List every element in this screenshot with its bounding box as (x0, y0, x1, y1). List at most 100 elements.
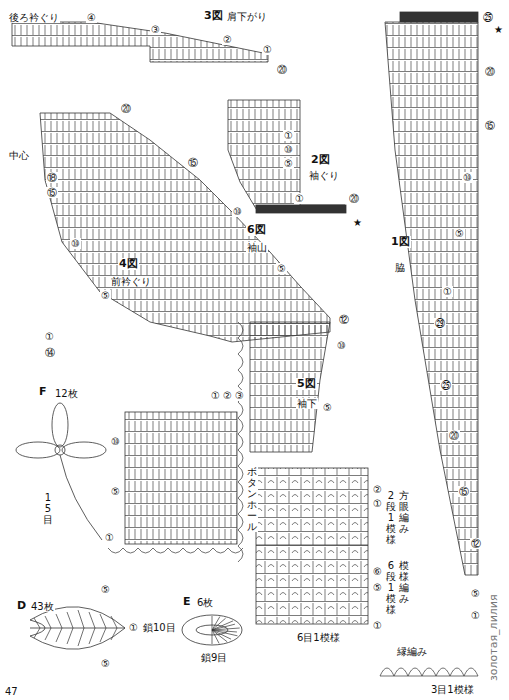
d-leaf (30, 607, 125, 649)
callout-number: ⑤ (100, 658, 111, 669)
callout-number: ⑤ (276, 263, 287, 274)
stitch-stroke (238, 530, 243, 546)
callout-number: ⑮ (46, 187, 58, 198)
stitch-stroke (464, 668, 478, 676)
callout-number: ⑩ (283, 144, 294, 155)
stitch-stroke (213, 548, 228, 553)
chart-label: 縁編み (396, 646, 428, 657)
callout-number: ⑤ (110, 486, 121, 497)
stitch-stroke (56, 628, 62, 642)
callout-number: ㉕ (482, 12, 494, 23)
callout-number: ⑭ (44, 347, 56, 358)
vertical-label: 模様編み (398, 560, 410, 604)
callout-number: ① (372, 498, 383, 509)
vertical-label: 2段1模様 (385, 490, 397, 545)
stitch-stroke (123, 548, 138, 553)
chart-label: 43枚 (30, 601, 55, 612)
stitch-stroke (100, 614, 106, 628)
callout-number: ⑤ (100, 584, 111, 595)
chart-label: 肩下がり (226, 11, 268, 22)
callout-number: ① (210, 390, 221, 401)
chart-label: 袖下 (296, 398, 318, 409)
callout-number: ① (262, 44, 273, 55)
e-oval (182, 615, 242, 645)
figure-title: 3図 (203, 10, 224, 22)
callout-number: ⑳ (448, 430, 460, 441)
chart-label: 後ろ衿ぐり (8, 12, 60, 23)
stitch-stroke (238, 450, 243, 466)
vertical-label: 方眼編み (398, 490, 410, 534)
pattern-chart (256, 468, 368, 624)
callout-number: ⑤ (100, 290, 111, 301)
callout-number: ② (372, 484, 383, 495)
callout-number: ① (44, 331, 55, 342)
stitch-stroke (168, 548, 183, 553)
callout-number: ② (222, 390, 233, 401)
f-motif (16, 403, 106, 540)
figure-title: 1図 (390, 236, 411, 248)
stitch-stroke (34, 618, 40, 628)
callout-number: ⑤ (470, 588, 481, 599)
callout-number: ⑩ (336, 340, 347, 351)
stitch-stroke (138, 548, 153, 553)
stitch-stroke (238, 402, 243, 418)
callout-number: ③ (150, 24, 161, 35)
callout-number: ⑩ (462, 172, 473, 183)
chart-shapes (12, 12, 478, 649)
stitch-stroke (111, 616, 117, 628)
stitch-stroke (436, 668, 450, 676)
callout-number: ㉙ (434, 318, 446, 329)
shoulder-chart (12, 22, 268, 62)
stitch-stroke (212, 630, 219, 643)
callout-number: ③ (234, 390, 245, 401)
stitch-stroke (198, 548, 213, 553)
callout-number: ⑮ (187, 157, 199, 168)
callout-number: ④ (86, 12, 97, 23)
stitch-stroke (100, 628, 106, 642)
callout-number: ⑳ (276, 64, 288, 75)
callout-number: ⑤ (322, 402, 333, 413)
stitch-stroke (78, 610, 84, 628)
stitch-stroke (212, 628, 240, 630)
stitch-stroke (238, 482, 243, 498)
stitch-stroke (238, 498, 243, 514)
chart-label: 6目1模様 (296, 632, 341, 643)
callout-number: ⑱ (46, 172, 58, 183)
watermark: золотая_лилия (488, 593, 500, 682)
stitch-stroke (212, 616, 213, 630)
stitch-stroke (89, 628, 95, 644)
stitch-stroke (212, 630, 227, 642)
stitch-stroke (238, 418, 243, 434)
stitch-stroke (67, 628, 73, 644)
stitch-stroke (228, 548, 243, 553)
callout-number: ⑳ (484, 66, 496, 77)
callout-number: ① (372, 620, 383, 631)
callout-number: ⑥ (372, 566, 383, 577)
callout-number: ⑫ (338, 314, 350, 325)
stitch-stroke (45, 616, 51, 628)
callout-number: ① (104, 532, 115, 543)
chart-label: 6枚 (196, 597, 214, 608)
stitch-stroke (183, 548, 198, 553)
callout-number: ★ (493, 24, 504, 35)
chart-label: 前衿ぐり (110, 276, 152, 287)
figure-title: 4図 (118, 258, 139, 270)
figure-title: 2図 (310, 154, 331, 166)
figure-title: 5図 (296, 378, 317, 390)
callout-number: ⑮ (484, 120, 496, 131)
callout-number: ⑩ (110, 436, 121, 447)
stitch-stroke (238, 354, 243, 370)
stitch-stroke (67, 612, 73, 628)
chart-label: 12枚 (54, 388, 79, 399)
stitch-stroke (111, 628, 117, 640)
stitch-stroke (238, 434, 243, 450)
vertical-label: ボタンホール (246, 466, 258, 532)
stitch-stroke (408, 668, 422, 676)
stitch-stroke (238, 322, 243, 338)
callout-number: ★ (352, 217, 363, 228)
stitch-stroke (238, 514, 243, 530)
stitch-stroke (34, 628, 40, 638)
stitch-stroke (450, 668, 464, 676)
stitch-stroke (238, 370, 243, 386)
figure-title: E (182, 596, 192, 608)
